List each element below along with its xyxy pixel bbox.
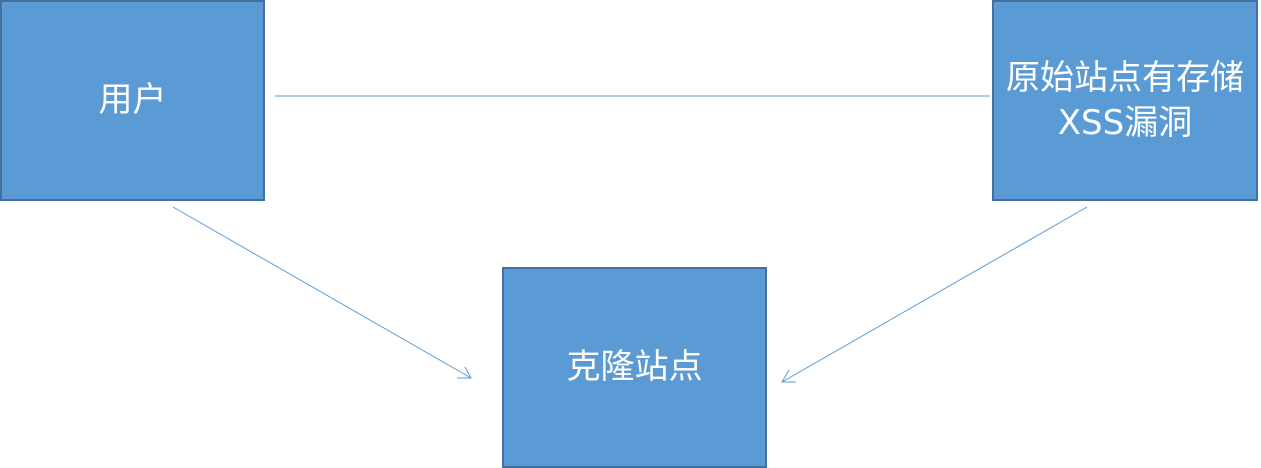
node-clone-site-label: 克隆站点 xyxy=(566,347,703,388)
arrowhead-icon xyxy=(781,369,796,383)
node-clone-site: 克隆站点 xyxy=(502,267,767,468)
node-user: 用户 xyxy=(0,0,265,201)
edge-user-to-clone xyxy=(172,206,472,379)
node-user-label: 用户 xyxy=(98,80,167,121)
edge-origin-to-clone xyxy=(781,206,1088,383)
arrowhead-icon xyxy=(457,366,472,379)
node-origin-site: 原始站点有存储XSS漏洞 xyxy=(992,0,1258,201)
node-origin-site-label: 原始站点有存储XSS漏洞 xyxy=(1006,58,1244,143)
